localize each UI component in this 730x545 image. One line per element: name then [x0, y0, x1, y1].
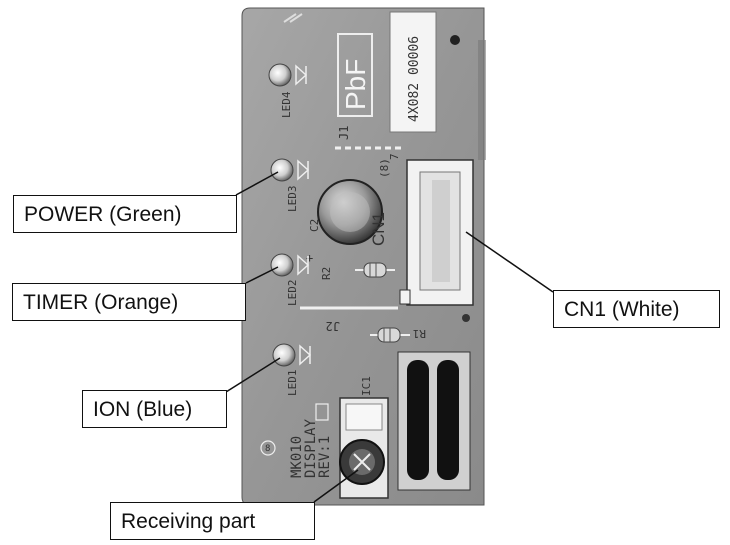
- led3: LED3: [270, 158, 310, 213]
- r2-label: R2: [320, 267, 333, 280]
- mounting-hole: [462, 314, 470, 322]
- j1-label: J1: [337, 126, 351, 140]
- led4: LED4: [268, 63, 308, 118]
- timer-leader: [245, 266, 279, 284]
- cn1-leader: [465, 231, 554, 293]
- pbf-mark: PbF: [340, 59, 371, 110]
- pbf-mark-box: [337, 33, 373, 117]
- pin-7-label: 7: [388, 153, 401, 160]
- receiver-ic1: IC1: [339, 376, 389, 499]
- resistor-r1: R1: [370, 327, 426, 343]
- board-id: 8 MK010 DISPLAY REV:1: [260, 403, 333, 478]
- board-id-line2: DISPLAY: [303, 418, 319, 478]
- led1: LED1: [272, 343, 312, 397]
- callout-cn1: CN1 (White): [553, 290, 720, 328]
- board-id-line1: MK010: [289, 436, 305, 478]
- part-number-text: 4X082 00006: [407, 36, 422, 122]
- led1-label: LED1: [286, 370, 299, 397]
- cn1-connector: CN1: [369, 159, 474, 306]
- callout-ion: ION (Blue): [82, 390, 227, 428]
- ic1-label: IC1: [360, 376, 373, 396]
- shield-component: [397, 351, 471, 491]
- led2: LED2: [270, 253, 310, 307]
- mounting-hole: [450, 35, 460, 45]
- c2-label: C2: [308, 219, 321, 232]
- ion-leader: [225, 357, 281, 393]
- receiving-leader: [313, 469, 359, 503]
- led2-label: LED2: [286, 280, 299, 307]
- power-leader: [235, 171, 279, 196]
- resistor-r2: R2: [320, 262, 395, 280]
- cn1-board-label: CN1: [369, 212, 388, 246]
- circle-mark: 8: [265, 444, 270, 454]
- callout-timer: TIMER (Orange): [12, 283, 246, 321]
- callout-power: POWER (Green): [13, 195, 237, 233]
- callout-receiving: Receiving part: [110, 502, 315, 540]
- led3-label: LED3: [286, 186, 299, 213]
- j2-label: J2: [326, 319, 340, 333]
- r1-label: R1: [413, 327, 426, 340]
- leader-lines: [225, 171, 554, 503]
- pin-8-label: (8): [378, 158, 391, 178]
- label-sticker: [389, 11, 437, 133]
- svg-text:+: +: [306, 251, 313, 265]
- board-id-line3: REV:1: [317, 436, 333, 478]
- led4-label: LED4: [280, 91, 293, 118]
- capacitor-c2: C2 +: [306, 179, 383, 265]
